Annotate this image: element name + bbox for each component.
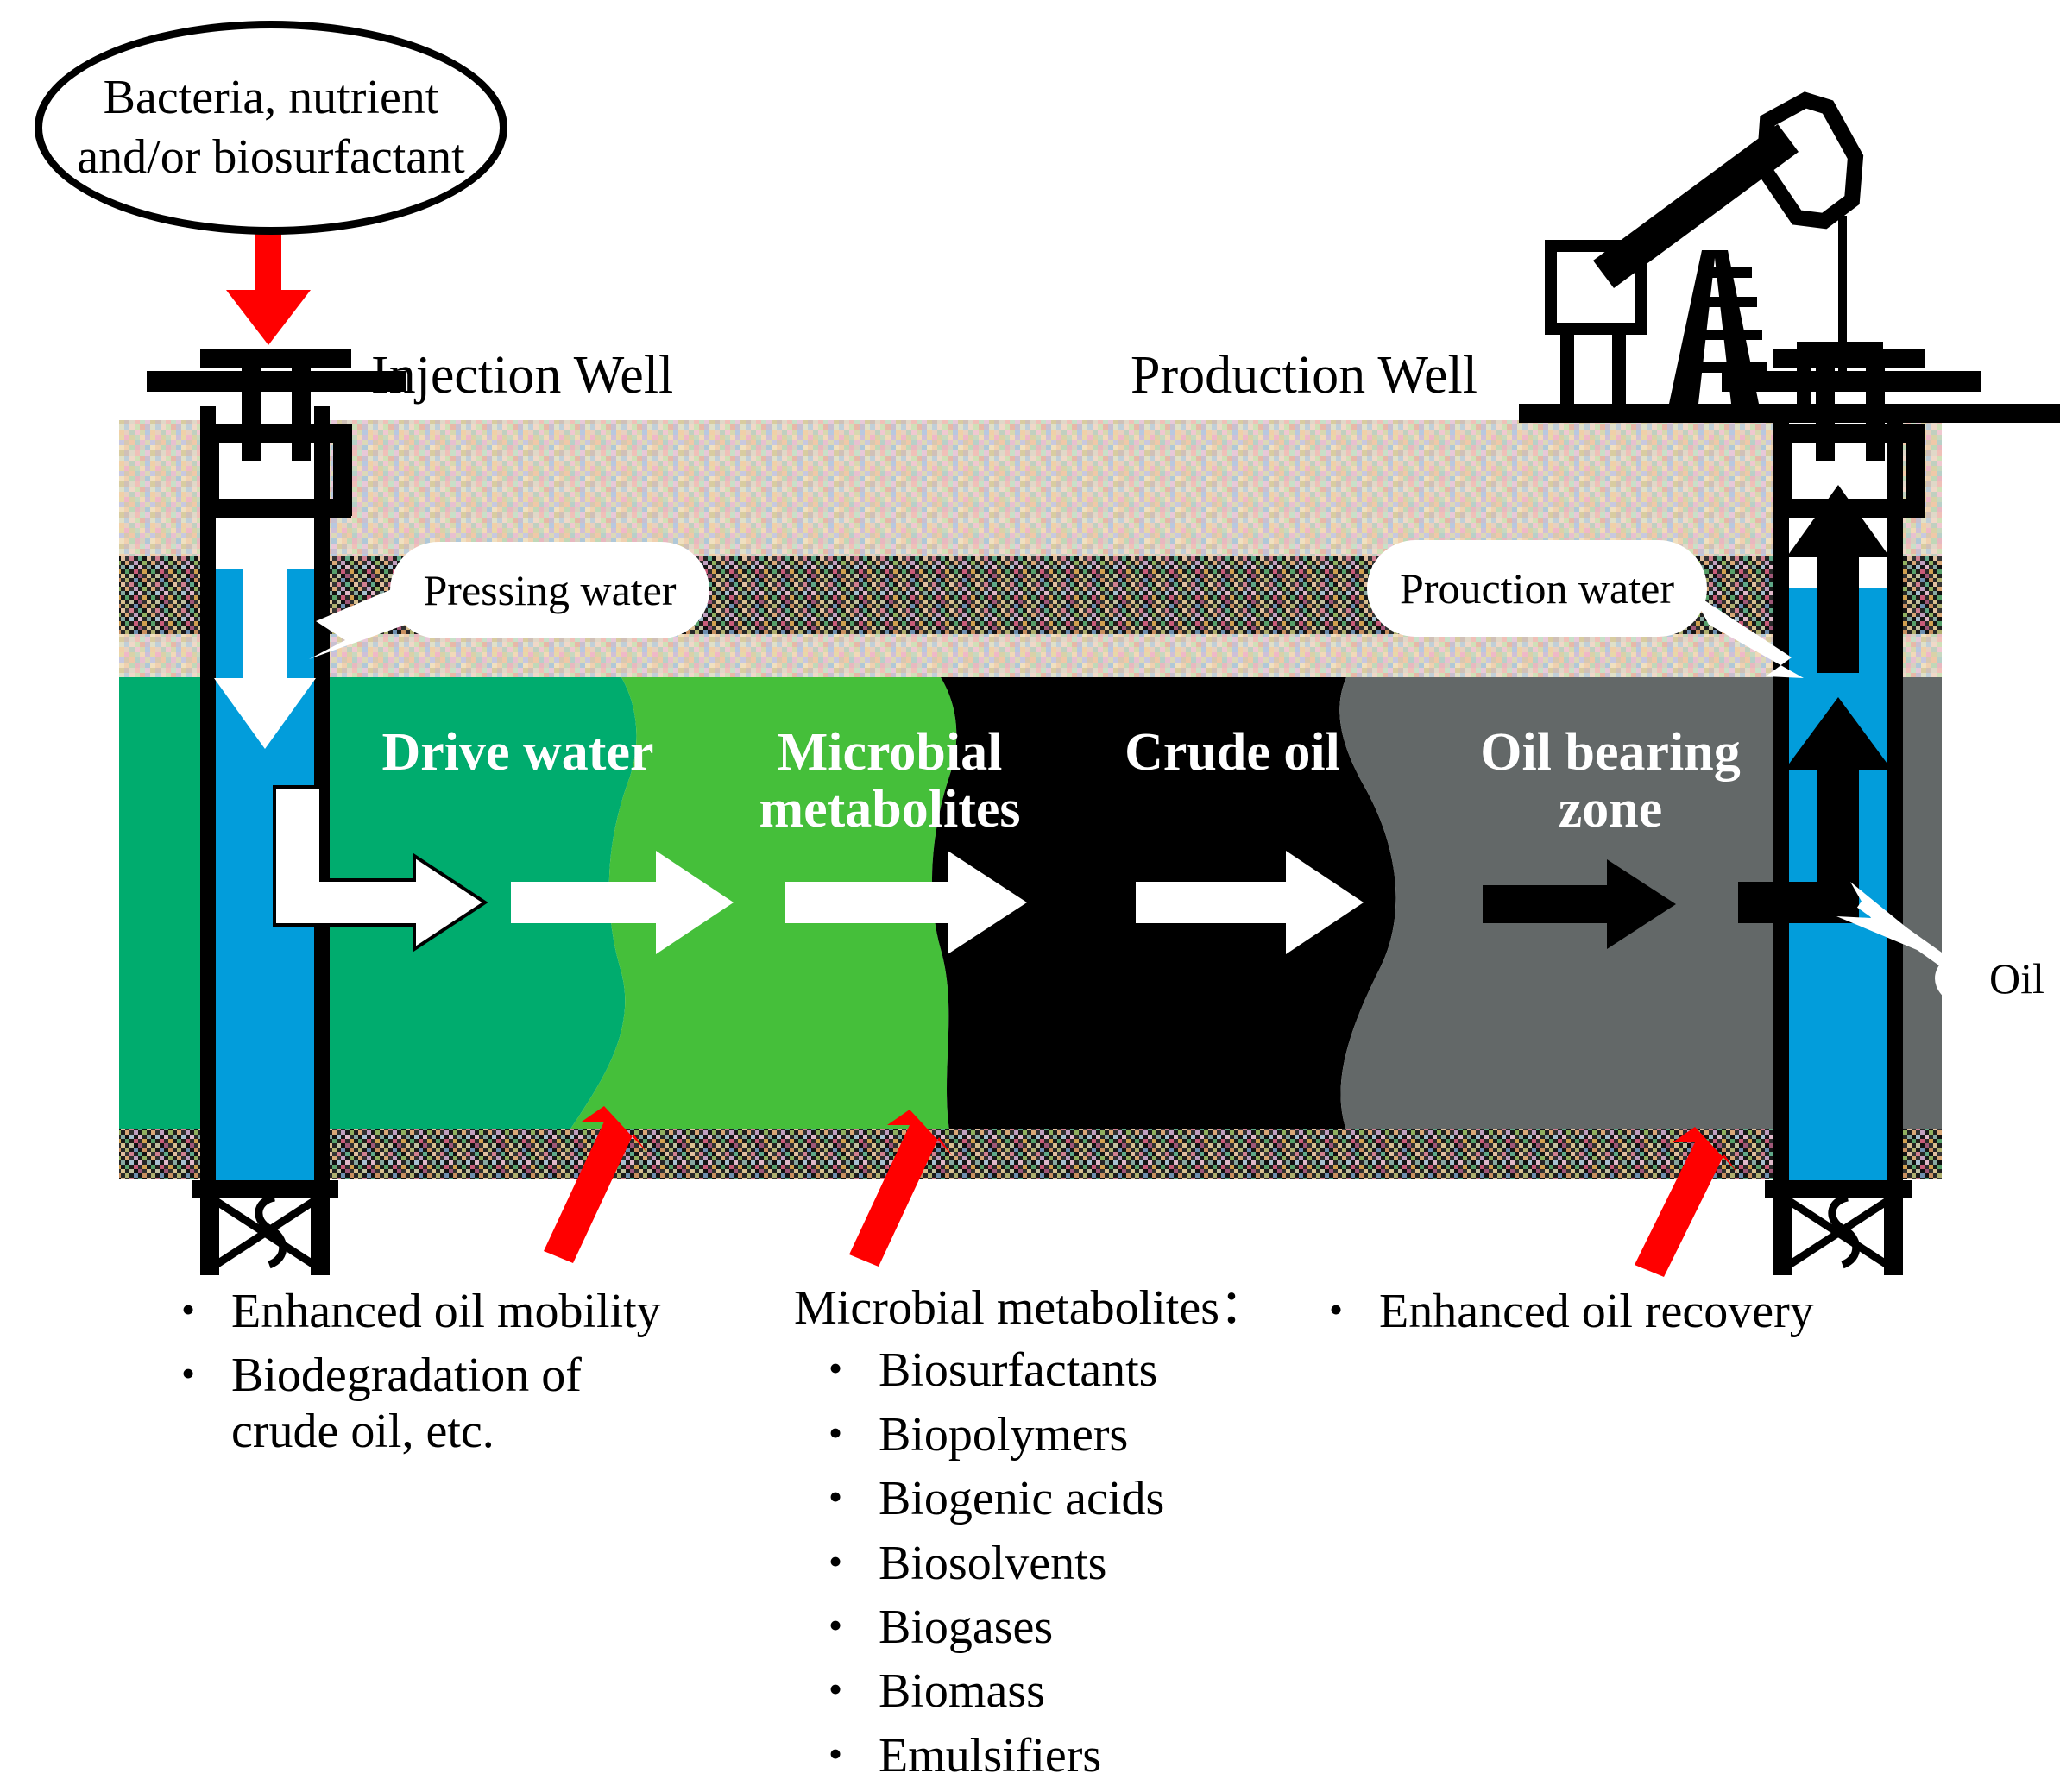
bullet-marker: • [181,1351,196,1396]
zone-label-microbial-metabolites: Microbial metabolites [759,723,1021,839]
list-item: • Biodegradation of crude oil, etc. [181,1348,699,1459]
bullet-marker: • [1329,1287,1344,1331]
microbial-arrow [785,851,1027,954]
bubble-pointers [309,580,1960,975]
production-water-bubble: Prouction water [1367,540,1707,637]
base-rock-layer [119,1129,1942,1179]
pressing-water-bubble: Pressing water [390,542,709,638]
list-item: • Enhanced oil recovery [1329,1284,1916,1339]
production-well-label: Production Well [1131,346,1478,405]
bullet-column-right: • Enhanced oil recovery [1329,1284,1916,1348]
bacteria-callout-text: Bacteria, nutrient and/or biosurfactant [77,70,465,184]
bullet-marker: • [828,1667,843,1712]
bullet-text: Biomass [879,1664,1045,1719]
list-item: • Enhanced oil mobility [181,1284,699,1339]
bullet-column-left: • Enhanced oil mobility • Biodegradation… [181,1284,699,1468]
list-item: • Biosolvents [828,1536,1277,1591]
microbial-metabolites-heading: Microbial metabolites： [794,1281,1268,1335]
zone-label-crude-oil: Crude oil [1124,723,1340,782]
injection-down-arrow [214,552,316,749]
bullet-text: Biodegradation of crude oil, etc. [231,1349,582,1458]
list-item: • Biogenic acids [828,1471,1277,1526]
drive-water-elbow-arrow [273,785,488,953]
bullet-text: Biopolymers [879,1407,1129,1462]
list-item: • Emulsifiers [828,1728,1277,1783]
bullet-column-middle: Microbial metabolites： • Biosurfactants … [794,1280,1277,1792]
list-item: • Biosurfactants [828,1342,1277,1398]
zone-microbial-metabolites [570,677,957,1130]
list-item: • Biomass [828,1663,1277,1719]
production-up-arrow [1786,485,1890,673]
pumpjack-icon [1519,91,2060,423]
bullet-marker: • [828,1731,843,1776]
bullet-marker: • [828,1602,843,1647]
bacteria-nutrient-callout: Bacteria, nutrient and/or biosurfactant [35,21,507,235]
list-item: • Biopolymers [828,1407,1277,1462]
bullet-text: Biosolvents [879,1536,1107,1590]
valve-icon-injection [192,1180,338,1275]
bullet-marker: • [828,1538,843,1583]
red-down-arrow-icon [226,231,311,345]
list-item: • Biogases [828,1600,1277,1655]
valve-icon-production [1765,1180,1912,1275]
bullet-marker: • [828,1410,843,1455]
production-elbow-arrow [1738,697,1892,923]
bullet-text: Biogenic acids [879,1472,1165,1526]
zone-label-drive-water: Drive water [381,723,654,782]
bullet-marker: • [828,1474,843,1519]
crude-oil-arrow [1136,851,1364,954]
bullet-marker: • [181,1287,196,1331]
zone-label-oil-bearing-zone: Oil bearing zone [1480,723,1741,839]
bullet-text: Biosurfactants [879,1343,1158,1398]
pressing-water-label: Pressing water [423,566,677,614]
red-pointer-arrows [544,1106,1738,1277]
oil-bearing-arrow [1483,859,1676,949]
oil-callout-label: Oil [1989,954,2044,1003]
bullet-text: Emulsifiers [879,1728,1102,1783]
bullet-text: Biogases [879,1600,1054,1654]
injection-well-label: Injection Well [371,346,674,405]
bullet-marker: • [828,1346,843,1391]
wellhead-icon-injection [147,349,406,518]
production-water-label: Prouction water [1400,564,1674,613]
drive-water-arrow [511,851,734,954]
bullet-text: Enhanced oil mobility [231,1285,661,1338]
bullet-text: Enhanced oil recovery [1379,1285,1814,1338]
oil-callout: Oil [1935,937,2060,1020]
